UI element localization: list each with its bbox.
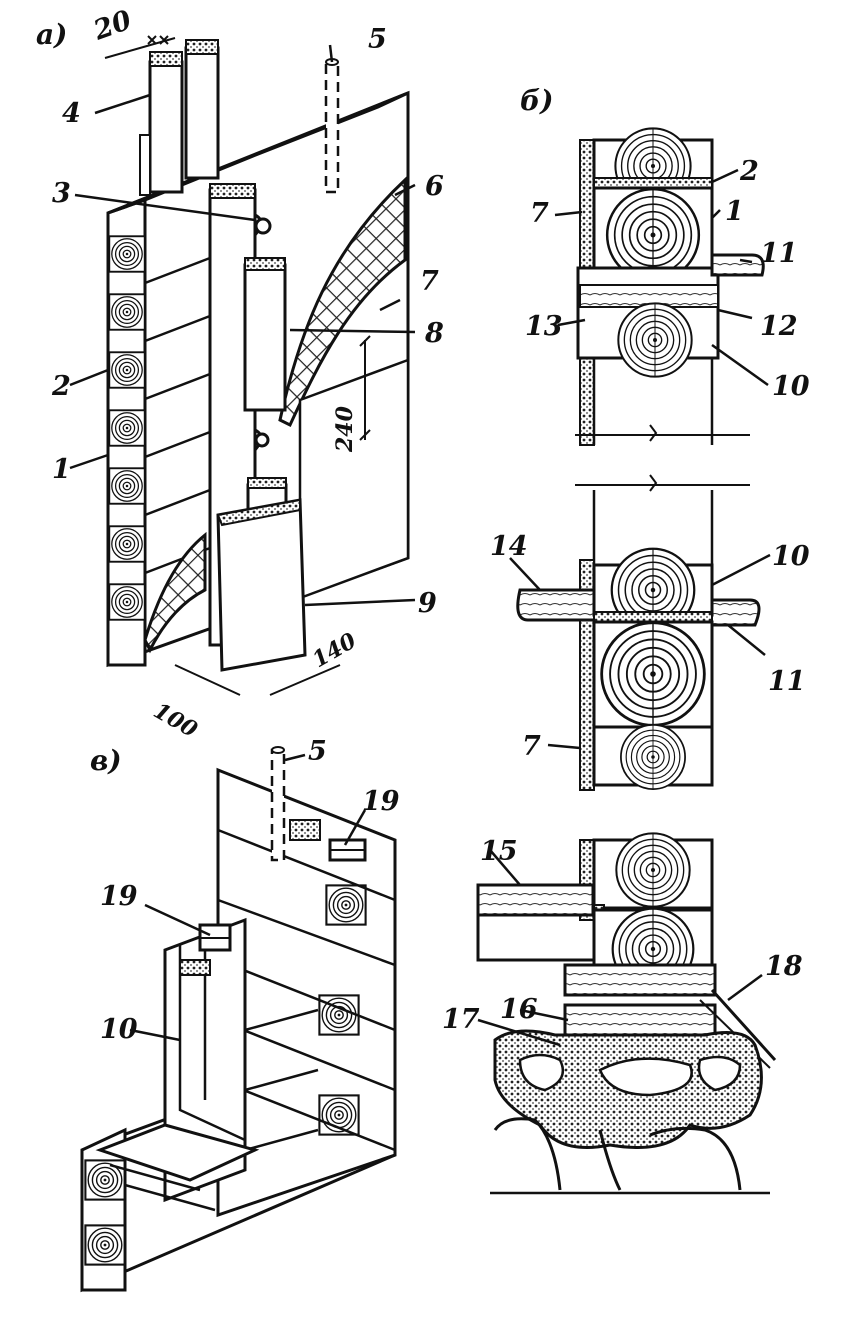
label-7-b2: 7 (522, 731, 541, 762)
dimensions-a (104, 35, 371, 696)
label-14: 14 (490, 531, 528, 562)
label-11-b2: 11 (768, 666, 806, 697)
panel-b-letter: б) (520, 84, 553, 117)
rod-5-v (270, 746, 286, 862)
label-19-left: 19 (100, 881, 138, 912)
rod-5-a (324, 58, 340, 194)
label-11-b1: 11 (760, 238, 798, 269)
label-7-b1: 7 (530, 198, 549, 229)
frame-stud (208, 183, 288, 647)
dim-100: 100 (149, 698, 202, 744)
panel-v: в) (80, 736, 400, 1293)
label-5-a: 5 (368, 24, 387, 55)
label-8: 8 (424, 318, 444, 349)
leaders-b (477, 168, 771, 1047)
label-16: 16 (500, 994, 538, 1025)
panel-a: а) (36, 5, 444, 744)
label-12: 12 (760, 311, 798, 342)
dim-240: 240 (332, 405, 358, 453)
label-13: 13 (525, 311, 563, 342)
label-7-a: 7 (420, 266, 439, 297)
section-bottom (476, 831, 777, 1195)
label-17: 17 (442, 1004, 480, 1035)
panel-v-letter: в) (90, 744, 122, 777)
label-10-v: 10 (100, 1014, 138, 1045)
label-9: 9 (418, 588, 437, 619)
dim-20: 20 (89, 5, 136, 47)
label-19-top: 19 (362, 786, 400, 817)
label-15: 15 (480, 836, 518, 867)
label-1-a: 1 (52, 454, 71, 485)
leaders-a (69, 44, 416, 607)
label-2-b: 2 (739, 156, 759, 187)
label-6: 6 (425, 171, 444, 202)
label-4: 4 (62, 98, 81, 129)
label-2-a: 2 (51, 371, 71, 402)
log-wall-a (106, 90, 410, 668)
label-10-b1: 10 (772, 371, 810, 402)
log-wall-v (80, 767, 397, 1293)
panel-b: б) (442, 84, 810, 1195)
leaders-v (129, 753, 367, 1042)
label-1-b: 1 (725, 196, 744, 227)
label-18: 18 (765, 951, 803, 982)
label-3: 3 (52, 178, 71, 209)
section-top (575, 126, 765, 446)
panel-a-letter: а) (36, 18, 67, 51)
section-middle (516, 474, 761, 791)
label-5-v: 5 (308, 736, 327, 767)
label-10-b2: 10 (772, 541, 810, 572)
casing-9 (216, 498, 307, 672)
board-assembly-4 (139, 39, 220, 196)
